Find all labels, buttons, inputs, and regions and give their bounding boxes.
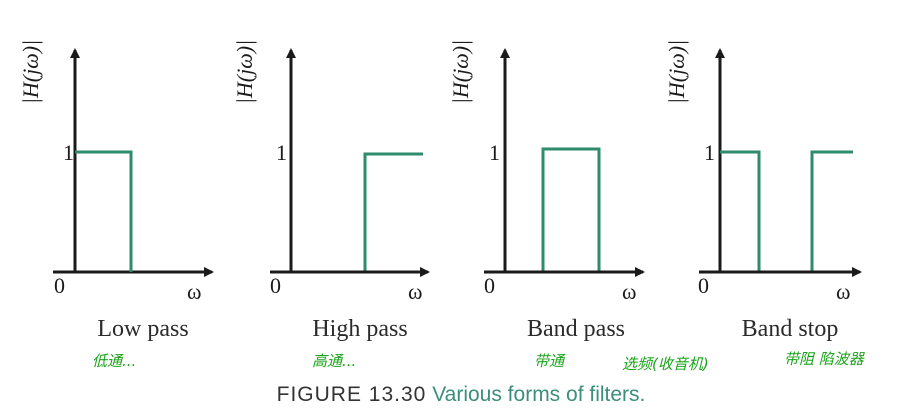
handwritten-note-frequency-selection: 选频(收音机) xyxy=(622,355,709,373)
figure-number: FIGURE 13.30 xyxy=(276,383,427,406)
response-curve xyxy=(720,150,853,274)
y-axis-label: |H(jω)| xyxy=(232,40,257,104)
magnitude-one-label: 1 xyxy=(704,140,715,165)
response-curve xyxy=(505,147,625,274)
filter-name-label: Band stop xyxy=(742,316,839,342)
origin-zero-label: 0 xyxy=(698,273,709,298)
y-axis-label: |H(jω)| xyxy=(664,40,689,104)
origin-zero-label: 0 xyxy=(270,273,281,298)
panel-band-pass: |H(jω)| 1 0 ω Band pass xyxy=(448,40,645,342)
filter-name-label: Band pass xyxy=(527,316,625,342)
handwritten-note-band-stop: 带阻 陷波器 xyxy=(784,350,864,368)
omega-axis-label: ω xyxy=(187,279,201,304)
magnitude-one-label: 1 xyxy=(63,140,74,165)
magnitude-one-label: 1 xyxy=(276,140,287,165)
magnitude-one-label: 1 xyxy=(489,140,500,165)
y-axis-label: |H(jω)| xyxy=(18,40,43,104)
omega-axis-label: ω xyxy=(622,279,636,304)
origin-zero-label: 0 xyxy=(484,273,495,298)
omega-axis-label: ω xyxy=(408,279,422,304)
y-axis-label: |H(jω)| xyxy=(448,40,473,104)
filter-name-label: High pass xyxy=(312,316,407,342)
figure-caption: FIGURE 13.30 Various forms of filters. xyxy=(0,383,922,407)
handwritten-note-low-pass: 低通... xyxy=(92,352,137,370)
handwritten-note-band-pass: 带通 xyxy=(534,352,565,370)
filter-name-label: Low pass xyxy=(97,316,188,342)
panel-high-pass: |H(jω)| 1 0 ω High pass xyxy=(232,40,430,342)
response-curve xyxy=(75,150,133,272)
figure-caption-text: Various forms of filters. xyxy=(432,383,646,406)
response-curve xyxy=(291,152,423,274)
panel-band-stop: |H(jω)| 1 0 ω Band stop xyxy=(664,40,862,342)
panel-low-pass: |H(jω)| 1 0 ω Low pass xyxy=(18,40,214,342)
handwritten-note-high-pass: 高通... xyxy=(312,352,357,370)
omega-axis-label: ω xyxy=(836,279,850,304)
origin-zero-label: 0 xyxy=(54,273,65,298)
